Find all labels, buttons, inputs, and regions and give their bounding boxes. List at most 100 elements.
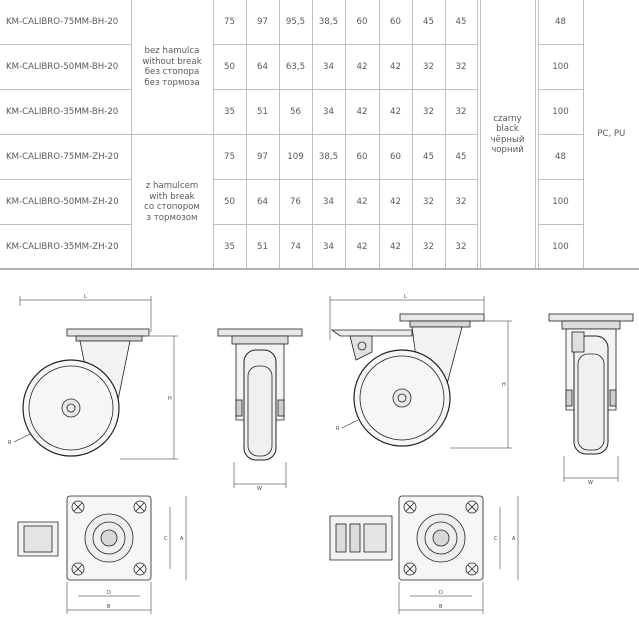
dim-label-R: R (336, 426, 340, 432)
dim-label-C: C (164, 536, 168, 542)
color-text: чорний (491, 145, 524, 155)
dim-label-H: H (502, 382, 506, 388)
spec-table: KM-CALIBRO-75MM-BH-20 bez hamulca withou… (0, 0, 639, 270)
side-view-no-brake: L H R (8, 294, 178, 460)
load-cell: 100 (537, 44, 583, 91)
dim-label-A: A (180, 536, 184, 542)
dim-cell: 35 (212, 89, 247, 136)
dim-cell: 51 (245, 224, 280, 270)
color-cell: czarny black чёрный чорний (479, 0, 536, 270)
front-view-no-brake: W (217, 328, 303, 492)
dim-cell: 32 (411, 179, 446, 226)
model-name: KM-CALIBRO-75MM-BH-20 (0, 0, 132, 46)
table-row: KM-CALIBRO-50MM-BH-20 50 64 63,5 34 42 4… (0, 44, 639, 91)
dim-cell: 32 (444, 44, 478, 91)
dim-label-D: D (439, 590, 443, 596)
dim-label-C: C (494, 536, 498, 542)
dim-label-R: R (8, 440, 12, 446)
model-name: KM-CALIBRO-35MM-BH-20 (0, 89, 132, 136)
table-row: KM-CALIBRO-35MM-ZH-20 35 51 74 34 42 42 … (0, 224, 639, 270)
dim-cell: 51 (245, 89, 280, 136)
dim-cell: 38,5 (311, 0, 346, 46)
table-row: KM-CALIBRO-50MM-ZH-20 50 64 76 34 42 42 … (0, 179, 639, 226)
dim-label-D: D (107, 590, 111, 596)
dim-cell: 60 (344, 134, 380, 181)
load-cell: 48 (537, 134, 583, 181)
dim-cell: 109 (278, 134, 313, 181)
dim-cell: 34 (311, 179, 346, 226)
load-cell: 100 (537, 179, 583, 226)
dim-cell: 42 (378, 89, 413, 136)
dim-cell: 32 (411, 44, 446, 91)
dim-cell: 97 (245, 0, 280, 46)
dim-cell: 76 (278, 179, 313, 226)
dim-cell: 60 (378, 134, 413, 181)
technical-drawings: L H R W L (8, 294, 634, 614)
dim-cell: 42 (344, 179, 380, 226)
dim-cell: 34 (311, 224, 346, 270)
dim-cell: 32 (444, 224, 478, 270)
dim-cell: 50 (212, 44, 247, 91)
load-cell: 48 (537, 0, 584, 46)
table-row: KM-CALIBRO-35MM-BH-20 35 51 56 34 42 42 … (0, 89, 639, 136)
brake-text: без тормоза (144, 77, 200, 88)
dim-cell: 42 (344, 89, 380, 136)
dim-cell: 63,5 (278, 44, 313, 91)
table-row: KM-CALIBRO-75MM-ZH-20 z hamulcem with br… (0, 134, 639, 270)
dim-cell: 50 (212, 179, 247, 226)
brake-text: со стопором (144, 202, 200, 213)
dim-cell: 42 (378, 44, 413, 91)
top-view-no-brake: D B C A (17, 495, 187, 614)
dim-cell: 45 (411, 134, 446, 181)
dim-cell: 32 (411, 89, 446, 136)
dim-cell: 60 (344, 0, 380, 46)
brake-text: bez hamulca (144, 46, 200, 57)
dim-cell: 34 (311, 44, 346, 91)
material-cell: PC, PU (582, 0, 639, 270)
table-row: KM-CALIBRO-75MM-BH-20 bez hamulca withou… (0, 0, 639, 270)
dim-cell: 56 (278, 89, 313, 136)
dim-label-L: L (404, 294, 407, 300)
dim-cell: 95,5 (278, 0, 313, 46)
dim-cell: 45 (411, 0, 446, 46)
dim-cell: 74 (278, 224, 313, 270)
dim-cell: 64 (245, 44, 280, 91)
dim-label-B: B (439, 604, 443, 610)
dim-label-L: L (84, 294, 87, 300)
dim-cell: 97 (245, 134, 280, 181)
table-bottom-rule (0, 268, 639, 270)
dim-cell: 42 (378, 179, 413, 226)
front-view-with-brake: W (548, 313, 634, 486)
dim-label-W: W (588, 480, 593, 486)
dim-label-A: A (512, 536, 516, 542)
dim-label-W: W (257, 486, 262, 492)
dim-cell: 32 (411, 224, 446, 270)
dim-label-H: H (168, 396, 172, 402)
dim-cell: 42 (344, 224, 380, 270)
dim-cell: 75 (212, 0, 247, 46)
side-view-with-brake: L H R (329, 294, 512, 449)
brake-text: with break (149, 191, 195, 202)
dim-cell: 35 (212, 224, 247, 270)
color-text: czarny (493, 113, 522, 124)
color-text: black (496, 124, 519, 134)
brake-text: без стопора (144, 67, 200, 78)
dim-cell: 34 (311, 89, 346, 136)
load-cell: 100 (537, 224, 583, 270)
dim-cell: 32 (444, 89, 478, 136)
dim-cell: 45 (444, 0, 478, 46)
dim-label-B: B (107, 604, 111, 610)
color-text: чёрный (490, 134, 525, 145)
top-view-with-brake: D B C A (329, 495, 519, 614)
brake-text: z hamulcem (145, 181, 199, 192)
dim-cell: 75 (212, 134, 247, 181)
dim-cell: 38,5 (311, 134, 346, 181)
brake-text: without break (142, 56, 202, 67)
dim-cell: 45 (444, 134, 478, 181)
dim-cell: 64 (245, 179, 280, 226)
model-name: KM-CALIBRO-50MM-BH-20 (0, 44, 132, 91)
model-name: KM-CALIBRO-50MM-ZH-20 (0, 179, 132, 226)
load-cell: 100 (537, 89, 583, 136)
dim-cell: 60 (378, 0, 413, 46)
model-name: KM-CALIBRO-35MM-ZH-20 (0, 224, 132, 270)
